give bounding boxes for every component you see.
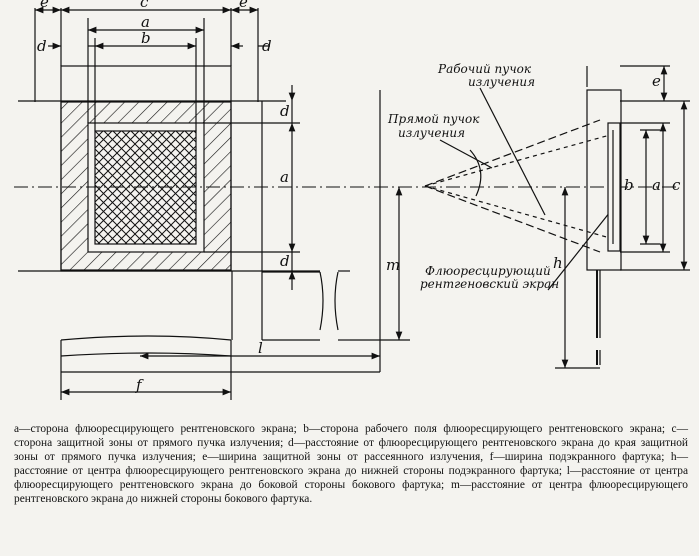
label-d-left-bottom: d xyxy=(280,252,290,270)
figure-caption: a—сторона флюоресцирующего рентгеновског… xyxy=(14,423,688,506)
annotation-direct-beam-1: Прямой пучок xyxy=(387,112,480,126)
label-d-left-top: d xyxy=(280,102,290,120)
label-d-top-right: d xyxy=(262,37,272,55)
label-e-right: e xyxy=(652,72,661,90)
label-c-top: c xyxy=(140,0,149,11)
annotation-screen-1: Флюоресцирующий xyxy=(425,264,551,278)
label-m: m xyxy=(386,256,400,274)
direct-beam-upper xyxy=(424,119,601,187)
direct-beam-leader xyxy=(439,139,493,169)
protection-zones-diagram: e c e a d b d d a d m l f e b a c h Рабо… xyxy=(14,0,690,400)
label-h: h xyxy=(553,254,563,272)
label-a-right: a xyxy=(652,176,661,194)
working-field xyxy=(94,130,197,245)
side-view-screen xyxy=(607,122,621,252)
annotation-working-beam-2: излучения xyxy=(468,75,535,89)
label-b-right: b xyxy=(624,176,634,194)
working-beam-lower xyxy=(424,185,611,239)
label-d-top-left: d xyxy=(37,37,47,55)
side-view-frame xyxy=(586,89,622,271)
label-b-top: b xyxy=(141,29,151,47)
caption-text: a—сторона флюоресцирующего рентгеновског… xyxy=(14,423,688,505)
label-c-right: c xyxy=(672,176,681,194)
annotation-screen-2: рентгеновский экран xyxy=(420,277,559,291)
annotation-direct-beam-2: излучения xyxy=(398,126,465,140)
working-beam-leader xyxy=(479,87,546,216)
label-a-left: a xyxy=(280,168,289,186)
label-a-top: a xyxy=(141,13,150,31)
annotation-working-beam-1: Рабочий пучок xyxy=(437,62,532,76)
direct-beam-lower xyxy=(424,185,601,253)
label-l: l xyxy=(258,339,263,357)
label-f: f xyxy=(135,376,144,394)
screen-leader xyxy=(547,211,611,291)
label-e-top-right: e xyxy=(239,0,248,11)
label-e-top-left: e xyxy=(40,0,49,11)
